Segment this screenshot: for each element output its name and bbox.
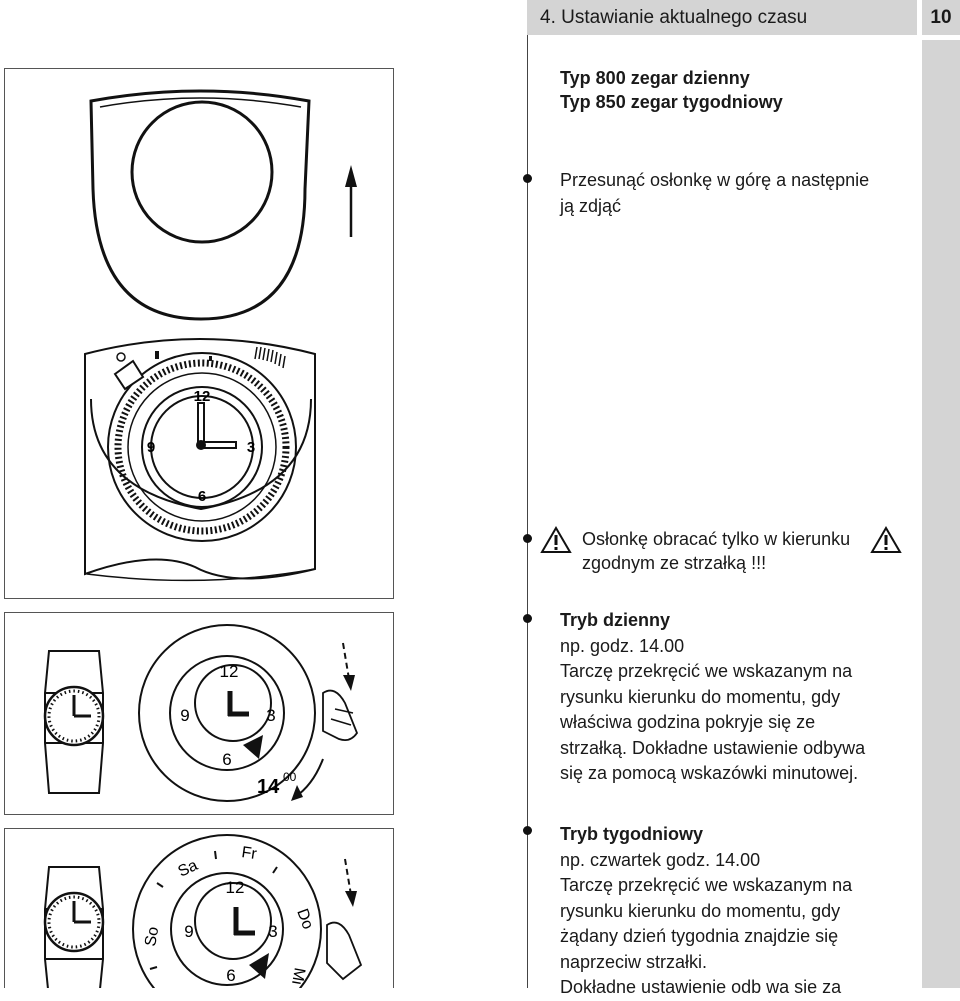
figure-daily-mode: 12 3 6 9 14 00 bbox=[4, 612, 394, 815]
step1-line-2: ją zdjąć bbox=[560, 195, 622, 216]
step1-line-1: Przesunąć osłonkę w górę a następnie bbox=[560, 170, 870, 190]
warning-text: Osłonkę obracać tylko w kierunku zgodnym… bbox=[582, 527, 850, 575]
model-titles: Typ 800 zegar dzienny Typ 850 zegar tygo… bbox=[560, 66, 783, 114]
dial-number-3: 3 bbox=[266, 706, 275, 725]
dial-number-9: 9 bbox=[184, 922, 193, 941]
day-label-so: So bbox=[142, 925, 162, 947]
dial-number-9: 9 bbox=[180, 706, 189, 725]
bullet-dot bbox=[523, 534, 532, 543]
day-label-mi: Mi bbox=[288, 966, 308, 986]
pointer-arrow bbox=[249, 953, 269, 979]
weekly-line: rysunku kierunku do momentu, gdy bbox=[560, 900, 841, 921]
daily-line: Tarczę przekręcić we wskazanym na bbox=[560, 661, 853, 681]
weekly-dial-illustration: 12 3 6 9 Sa Fr Do Mi So bbox=[43, 834, 363, 988]
dial-number-6: 6 bbox=[222, 750, 231, 769]
dial-number-12: 12 bbox=[194, 388, 211, 405]
time-label-hours: 14 bbox=[257, 776, 280, 798]
dial-number-3: 3 bbox=[247, 439, 255, 456]
bullet-dot bbox=[523, 174, 532, 183]
bullet-dot bbox=[523, 614, 532, 623]
pointer-arrow bbox=[243, 735, 263, 759]
weekly-title: Tryb tygodniowy bbox=[560, 824, 704, 844]
day-label-sa: Sa bbox=[176, 857, 201, 881]
title-line-1: Typ 800 zegar dzienny bbox=[560, 68, 750, 88]
daily-line: właściwa godzina pokryje się ze bbox=[560, 712, 816, 732]
dial-number-9: 9 bbox=[147, 439, 155, 456]
section-daily-mode: Tryb dzienny np. godz. 14.00 Tarczę prze… bbox=[560, 608, 915, 787]
daily-title: Tryb dzienny bbox=[560, 610, 671, 630]
cover-window bbox=[130, 100, 274, 244]
weekly-line: Tarczę przekręcić we wskazanym na bbox=[560, 875, 853, 895]
weekly-line: żądany dzień tygodnia znajdzie się bbox=[560, 926, 839, 946]
day-label-fr: Fr bbox=[240, 844, 258, 863]
side-bar bbox=[922, 40, 960, 988]
timer-illustration: 12 3 6 9 bbox=[84, 89, 357, 582]
step-remove-cover: Przesunąć osłonkę w górę a następnie ją … bbox=[560, 168, 915, 219]
section-header: 4. Ustawianie aktualnego czasu bbox=[527, 0, 917, 35]
daily-line: rysunku kierunku do momentu, gdy bbox=[560, 686, 841, 707]
weekly-line: naprzeciw strzałki. bbox=[560, 951, 708, 972]
dial-number-6: 6 bbox=[198, 488, 206, 505]
daily-dial-illustration: 12 3 6 9 14 00 bbox=[43, 624, 359, 802]
figure-weekly-mode: 12 3 6 9 Sa Fr Do Mi So bbox=[4, 828, 394, 988]
dial-number-12: 12 bbox=[220, 662, 239, 681]
figure-cover-removal: 12 3 6 9 bbox=[4, 68, 394, 599]
warning-line-2: zgodnym ze strzałką !!! bbox=[582, 553, 767, 573]
daily-line: strzałką. Dokładne ustawienie odbywa bbox=[560, 737, 866, 758]
dial-number-12: 12 bbox=[226, 878, 245, 897]
daily-line: się za pomocą wskazówki minutowej. bbox=[560, 763, 859, 783]
vertical-rule bbox=[527, 35, 528, 988]
day-label-do: Do bbox=[293, 907, 316, 932]
hand-drawing bbox=[322, 689, 359, 742]
hand-drawing bbox=[326, 921, 363, 981]
title-line-2: Typ 850 zegar tygodniowy bbox=[560, 92, 783, 112]
warning-triangle-icon bbox=[540, 526, 572, 553]
warning-line-1: Osłonkę obracać tylko w kierunku bbox=[582, 529, 851, 549]
hour-hand bbox=[201, 441, 237, 449]
mode-switch bbox=[113, 359, 145, 391]
arrow-up-icon bbox=[345, 165, 357, 237]
daily-line: np. godz. 14.00 bbox=[560, 635, 685, 656]
warning-triangle-icon bbox=[870, 526, 902, 553]
section-weekly-mode: Tryb tygodniowy np. czwartek godz. 14.00… bbox=[560, 822, 915, 1001]
time-label-minutes: 00 bbox=[283, 770, 297, 784]
section-title: 4. Ustawianie aktualnego czasu bbox=[540, 7, 808, 28]
weekly-line: np. czwartek godz. 14.00 bbox=[560, 849, 761, 870]
bullet-dot bbox=[523, 826, 532, 835]
dial-number-6: 6 bbox=[226, 966, 235, 985]
page-number: 10 bbox=[922, 0, 960, 35]
dial-number-3: 3 bbox=[268, 922, 277, 941]
